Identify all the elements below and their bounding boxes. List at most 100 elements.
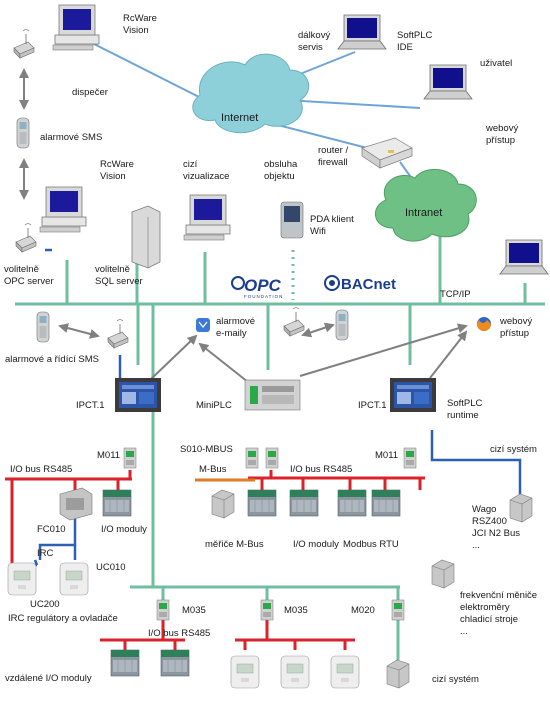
tcpip-label: TCP/IP xyxy=(440,289,471,300)
room-unit-1-icon xyxy=(230,655,260,689)
m011-right-label: M011 xyxy=(375,450,398,461)
arrows xyxy=(19,68,468,383)
intranet-cloud: Intranet xyxy=(375,169,477,242)
m035-left-module-icon xyxy=(156,599,170,621)
gsm-modem-icon xyxy=(13,29,35,59)
dispatcher-label: dispečer xyxy=(72,87,108,98)
io-modules-mid-label: I/O moduly xyxy=(293,539,339,550)
uc200-room-unit-icon xyxy=(7,562,37,596)
user-laptop-icon xyxy=(423,64,473,100)
irc-label: IRC xyxy=(37,548,54,559)
blue-wires xyxy=(12,248,522,567)
uc010-label: UC010 xyxy=(96,562,126,573)
io-bus-bottom-label: I/O bus RS485 xyxy=(148,628,210,639)
dispatcher-pc-icon xyxy=(52,4,100,51)
email-icon xyxy=(196,318,210,332)
opc-modem-icon xyxy=(15,223,37,253)
miniplc-phone-icon xyxy=(335,309,349,341)
miniplc-device-icon xyxy=(244,379,301,411)
room-unit-3-icon xyxy=(330,655,360,689)
miniplc-modem-icon xyxy=(283,307,305,337)
wago-device-icon xyxy=(509,493,533,523)
intranet-label: Intranet xyxy=(405,207,442,219)
remote-io-label: vzdálené I/O moduly xyxy=(5,673,92,684)
s010-mbus-module-icon xyxy=(245,447,259,469)
mobile-phone-icon xyxy=(16,117,30,149)
m020-label: M020 xyxy=(351,605,375,616)
io-bus-mid-label: I/O bus RS485 xyxy=(290,464,352,475)
io-module-left-icon xyxy=(102,489,132,517)
mbus-meter-icon xyxy=(211,489,235,519)
m035-mid-module-icon xyxy=(260,599,274,621)
uc200-label: UC200 xyxy=(30,599,60,610)
modbus-module-1-icon xyxy=(337,489,367,517)
fc010-label: FC010 xyxy=(37,524,66,535)
io-module-2-icon xyxy=(289,489,319,517)
internet-label: Internet xyxy=(221,112,258,124)
user-label: uživatel xyxy=(480,58,512,69)
ipct-left-panel-icon xyxy=(115,378,161,412)
pda-icon xyxy=(280,201,304,239)
opc-logo-sub: FOUNDATION xyxy=(244,294,283,299)
irc-controllers-label: IRC regulátory a ovladače xyxy=(8,613,118,624)
opc-logo-text: OPC xyxy=(244,276,282,295)
internet-cloud: Internet xyxy=(192,53,310,134)
room-unit-2-icon xyxy=(280,655,310,689)
opc-server-pc-icon xyxy=(39,186,87,233)
m011-right-module-icon xyxy=(403,447,417,469)
foreign-system-bottom-label: cizí systém xyxy=(432,674,479,685)
m011-left-label: M011 xyxy=(97,450,120,461)
ipct-right-label: IPCT.1 xyxy=(358,400,387,411)
bacnet-logo: BACnet xyxy=(324,275,396,293)
io-modules-left-label: I/O moduly xyxy=(101,524,147,535)
router-icon xyxy=(361,137,413,169)
opc-logo: OPC FOUNDATION xyxy=(231,276,283,299)
alarm-phone-icon xyxy=(36,311,50,343)
s010-mbus-label: S010-MBUS xyxy=(180,444,233,455)
browser-icon xyxy=(477,317,491,331)
tcpip-laptop-icon xyxy=(499,239,549,275)
ipct-modem-icon xyxy=(107,319,129,349)
io-bus-left-label: I/O bus RS485 xyxy=(10,464,72,475)
remote-service-laptop-icon xyxy=(337,14,387,50)
modbus-module-2-icon xyxy=(371,489,401,517)
io-module-1-icon xyxy=(247,489,277,517)
foreign-system-bottom-icon xyxy=(386,659,410,689)
m020-module-icon xyxy=(391,599,405,621)
remote-io-module-2-icon xyxy=(160,649,190,677)
modbus-rtu-label: Modbus RTU xyxy=(343,539,399,550)
bacnet-logo-text: BACnet xyxy=(341,276,396,293)
rs485-buses xyxy=(5,470,425,650)
mbus-meters-label: měřiče M-Bus xyxy=(205,539,264,550)
foreign-visualization-pc-icon xyxy=(183,194,231,241)
ipct-left-label: IPCT.1 xyxy=(76,400,105,411)
miniplc-bus-module-icon xyxy=(265,447,279,469)
ipct-right-panel-icon xyxy=(390,378,436,412)
m011-left-module-icon xyxy=(123,447,137,469)
foreign-system-right-label: cizí systém xyxy=(490,444,537,455)
vfd-device-icon xyxy=(431,559,455,589)
alarm-sms-label: alarmové SMS xyxy=(40,132,102,143)
remote-io-module-1-icon xyxy=(110,649,140,677)
m035-left-label: M035 xyxy=(182,605,206,616)
mbus-label: M-Bus xyxy=(199,464,227,475)
fc010-module-icon xyxy=(59,487,93,521)
m035-mid-label: M035 xyxy=(284,605,308,616)
